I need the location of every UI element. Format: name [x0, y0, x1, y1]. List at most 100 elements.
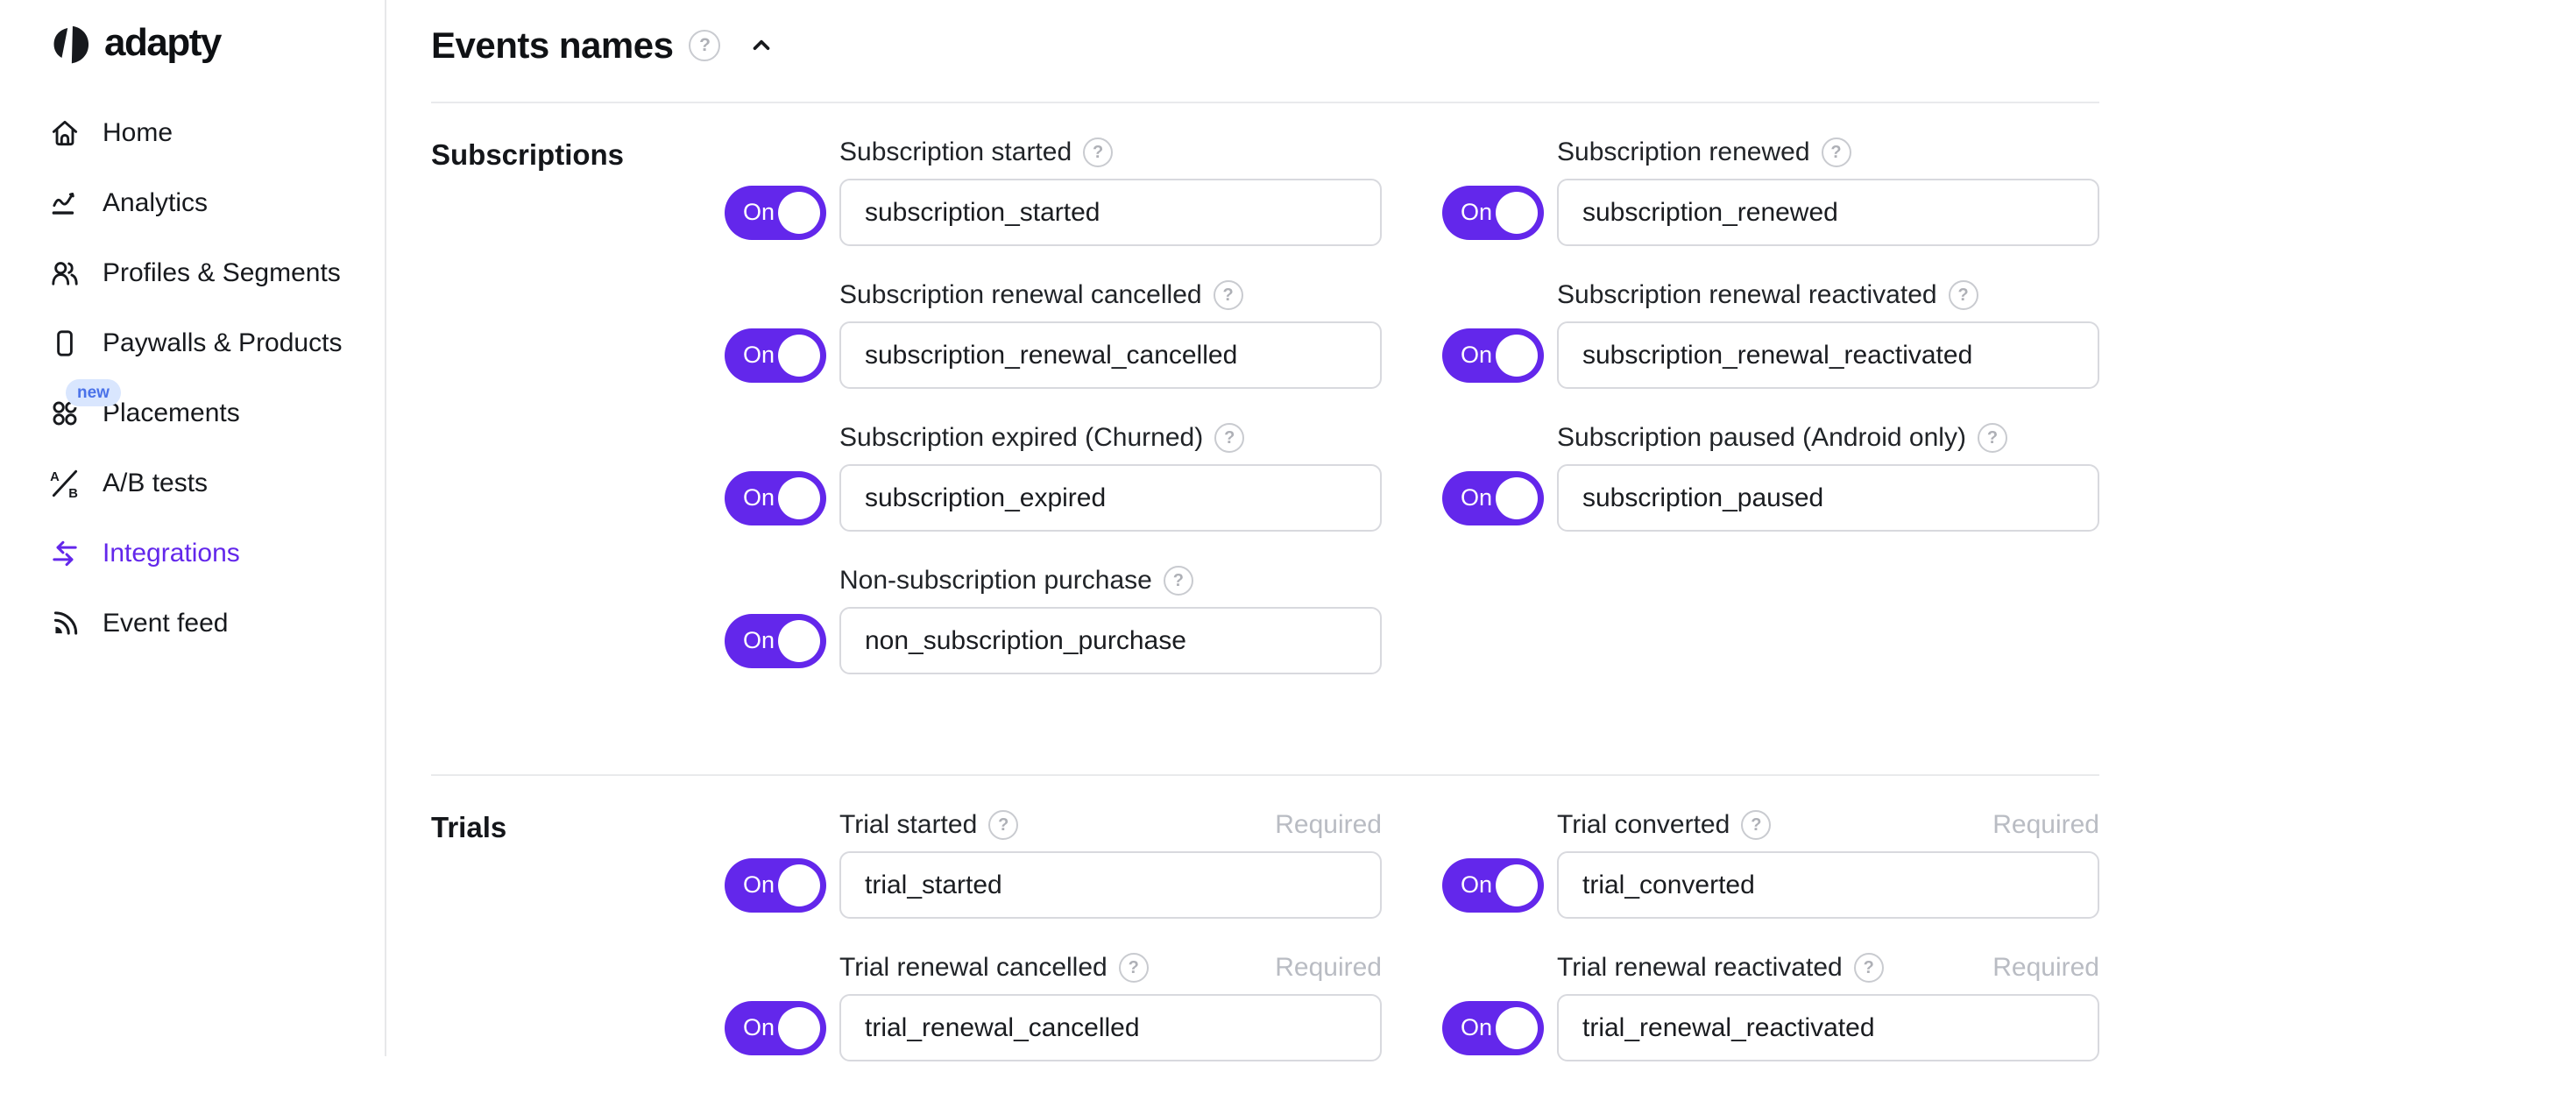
sidebar-item-integrations[interactable]: Integrations: [0, 518, 385, 589]
field-label: Trial converted: [1557, 810, 1730, 839]
sidebar-item-profiles-segments[interactable]: Profiles & Segments: [0, 238, 385, 308]
event-name-input[interactable]: [839, 321, 1382, 389]
sidebar-item-label: Profiles & Segments: [103, 258, 341, 287]
event-toggle[interactable]: On: [725, 1000, 826, 1055]
sidebar-item-event-feed[interactable]: Event feed: [0, 589, 385, 659]
field-controls: On: [725, 994, 1382, 1061]
event-toggle[interactable]: On: [725, 613, 826, 668]
sidebar-item-a-b-tests[interactable]: A/B tests: [0, 448, 385, 518]
field-controls: On: [725, 464, 1382, 532]
field-label: Subscription renewed: [1557, 138, 1810, 166]
toggle-knob: [778, 1006, 820, 1049]
event-field-trial-renewal-reactivated: Trial renewal reactivated ? Required On: [1442, 950, 2099, 1061]
toggle-on-label: On: [743, 199, 775, 225]
field-label: Subscription started: [839, 138, 1072, 166]
event-toggle[interactable]: On: [725, 857, 826, 913]
help-icon[interactable]: ?: [988, 810, 1019, 840]
event-toggle[interactable]: On: [725, 185, 826, 240]
section-columns: Subscription started ? On Subscription r…: [725, 135, 2099, 706]
event-toggle[interactable]: On: [1442, 470, 1544, 525]
event-field-non-subscription-purchase: Non-subscription purchase ? On: [725, 563, 1382, 674]
analytics-icon: [48, 187, 81, 220]
event-field-subscription-expired-churned: Subscription expired (Churned) ? On: [725, 420, 1382, 532]
event-name-input[interactable]: [1557, 994, 2099, 1061]
sidebar-item-label: A/B tests: [103, 469, 209, 497]
section-trials: Trials Trial started ? Required On Trial…: [431, 776, 2576, 1093]
help-icon[interactable]: ?: [1948, 280, 1978, 310]
help-icon[interactable]: ?: [1821, 138, 1851, 167]
toggle-on-label: On: [743, 871, 775, 898]
sidebar-item-home[interactable]: Home: [0, 98, 385, 168]
toggle-knob: [1496, 1006, 1538, 1049]
toggle-knob: [1496, 191, 1538, 234]
toggle-on-label: On: [743, 1014, 775, 1040]
toggle-on-label: On: [1461, 1014, 1493, 1040]
fields-column: Trial converted ? Required On Trial rene…: [1442, 807, 2099, 1093]
toggle-on-label: On: [1461, 484, 1493, 511]
help-icon[interactable]: ?: [1213, 280, 1243, 310]
toggle-knob: [778, 191, 820, 234]
event-name-input[interactable]: [839, 464, 1382, 532]
help-icon[interactable]: ?: [1163, 566, 1193, 596]
help-icon[interactable]: ?: [1741, 810, 1772, 840]
event-toggle[interactable]: On: [1442, 328, 1544, 383]
ab-tests-icon: [48, 467, 81, 500]
toggle-knob: [778, 864, 820, 906]
field-label: Subscription renewal reactivated: [1557, 280, 1937, 309]
new-badge: new: [66, 379, 121, 406]
event-toggle[interactable]: On: [1442, 185, 1544, 240]
event-feed-icon: [48, 607, 81, 640]
section-title: Subscriptions: [431, 138, 625, 171]
field-controls: On: [1442, 321, 2099, 389]
adapty-logo-text: adapty: [104, 21, 222, 64]
sidebar: adapty Home Analytics Profiles & Segment…: [0, 0, 386, 1056]
event-toggle[interactable]: On: [725, 470, 826, 525]
event-name-input[interactable]: [1557, 464, 2099, 532]
toggle-knob: [778, 334, 820, 377]
field-header: Subscription renewed ?: [1557, 135, 2099, 170]
event-name-input[interactable]: [839, 179, 1382, 246]
help-icon[interactable]: ?: [1083, 138, 1114, 167]
event-name-input[interactable]: [839, 851, 1382, 919]
event-field-trial-renewal-cancelled: Trial renewal cancelled ? Required On: [725, 950, 1382, 1061]
help-icon[interactable]: ?: [689, 30, 721, 61]
event-name-input[interactable]: [839, 607, 1382, 674]
event-toggle[interactable]: On: [725, 328, 826, 383]
section-columns: Trial started ? Required On Trial renewa…: [725, 807, 2099, 1093]
sidebar-item-analytics[interactable]: Analytics: [0, 168, 385, 238]
profiles-icon: [48, 257, 81, 290]
field-controls: On: [1442, 464, 2099, 532]
sidebar-item-label: Integrations: [103, 539, 240, 568]
fields-column: Subscription renewed ? On Subscription r…: [1442, 135, 2099, 706]
toggle-on-label: On: [1461, 199, 1493, 225]
sidebar-item-label: Paywalls & Products: [103, 328, 343, 357]
paywalls-icon: [48, 327, 81, 360]
event-name-input[interactable]: [1557, 851, 2099, 919]
field-label: Subscription paused (Android only): [1557, 423, 1966, 452]
adapty-logo[interactable]: adapty: [48, 19, 385, 70]
toggle-knob: [1496, 334, 1538, 377]
field-controls: On: [1442, 994, 2099, 1061]
field-header: Trial renewal reactivated ? Required: [1557, 950, 2099, 985]
sidebar-item-paywalls-products[interactable]: Paywalls & Products: [0, 308, 385, 378]
help-icon[interactable]: ?: [1853, 953, 1884, 983]
toggle-knob: [778, 476, 820, 519]
event-toggle[interactable]: On: [1442, 1000, 1544, 1055]
help-icon[interactable]: ?: [1214, 423, 1245, 453]
event-field-trial-started: Trial started ? Required On: [725, 807, 1382, 919]
event-name-input[interactable]: [839, 994, 1382, 1061]
help-icon[interactable]: ?: [1118, 953, 1149, 983]
event-toggle[interactable]: On: [1442, 857, 1544, 913]
field-controls: On: [1442, 179, 2099, 246]
event-name-input[interactable]: [1557, 321, 2099, 389]
collapse-section-button[interactable]: [748, 32, 775, 59]
field-controls: On: [725, 321, 1382, 389]
help-icon[interactable]: ?: [1977, 423, 2007, 453]
event-field-subscription-started: Subscription started ? On: [725, 135, 1382, 246]
toggle-on-label: On: [743, 342, 775, 368]
event-name-input[interactable]: [1557, 179, 2099, 246]
sidebar-item-label: Analytics: [103, 188, 209, 217]
chevron-up-icon: [748, 32, 775, 59]
field-controls: On: [1442, 851, 2099, 919]
sidebar-item-placements[interactable]: Placements new: [0, 378, 385, 448]
